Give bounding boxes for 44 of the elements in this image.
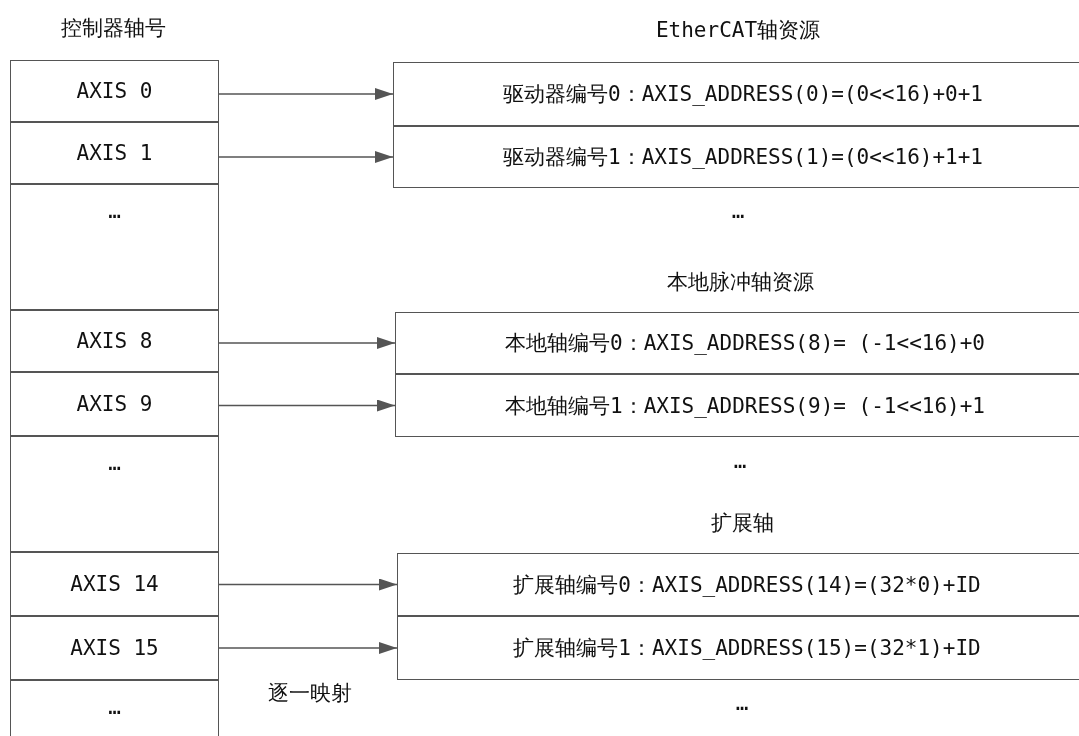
cell-text: 本地轴编号0：AXIS_ADDRESS(8)= (-1<<16)+0 [505, 330, 985, 357]
cell-text: 扩展轴编号0：AXIS_ADDRESS(14)=(32*0)+ID [513, 571, 981, 599]
axis-cell [10, 680, 219, 736]
cell-text: AXIS 14 [70, 572, 159, 596]
resource-box [393, 126, 1079, 188]
cell-text: … [108, 695, 121, 719]
resource-box [397, 616, 1079, 680]
ellipsis: … [733, 449, 747, 473]
axis-cell [10, 122, 219, 184]
column-heading: 控制器轴号 [60, 15, 166, 42]
resource-box [395, 312, 1079, 374]
cell-text: 驱动器编号1：AXIS_ADDRESS(1)=(0<<16)+1+1 [503, 144, 983, 171]
column-heading: EtherCAT轴资源 [655, 17, 821, 44]
axis-cell [10, 552, 219, 616]
arrow [218, 399, 396, 412]
cell-text: 本地轴编号1：AXIS_ADDRESS(9)= (-1<<16)+1 [505, 392, 985, 420]
arrow [218, 151, 394, 163]
cell-text: AXIS 8 [76, 329, 153, 353]
axis-cell [10, 310, 219, 372]
resource-box [397, 553, 1079, 616]
cell-text: AXIS 9 [76, 392, 153, 416]
axis-cell [10, 436, 219, 552]
arrow [218, 337, 396, 349]
arrow [218, 578, 398, 591]
arrow [218, 642, 398, 654]
ellipsis: … [735, 691, 749, 715]
axis-cell [10, 372, 219, 436]
axis-cell [10, 184, 219, 310]
resource-box [393, 62, 1079, 126]
cell-text: … [108, 199, 121, 223]
ellipsis: … [731, 199, 745, 223]
column-heading: 本地脉冲轴资源 [666, 269, 814, 296]
cell-text: 驱动器编号0：AXIS_ADDRESS(0)=(0<<16)+0+1 [503, 81, 983, 108]
cell-text: 扩展轴编号1：AXIS_ADDRESS(15)=(32*1)+ID [513, 635, 981, 662]
resource-box [395, 374, 1079, 437]
cell-text: AXIS 0 [76, 79, 153, 103]
axis-cell [10, 60, 219, 122]
arrow [218, 88, 394, 100]
mapping-note: 逐一映射 [268, 680, 352, 707]
axis-cell [10, 616, 219, 680]
column-heading: 扩展轴 [710, 510, 774, 537]
cell-text: AXIS 1 [76, 141, 153, 165]
cell-text: AXIS 15 [70, 636, 159, 660]
cell-text: … [108, 451, 121, 475]
